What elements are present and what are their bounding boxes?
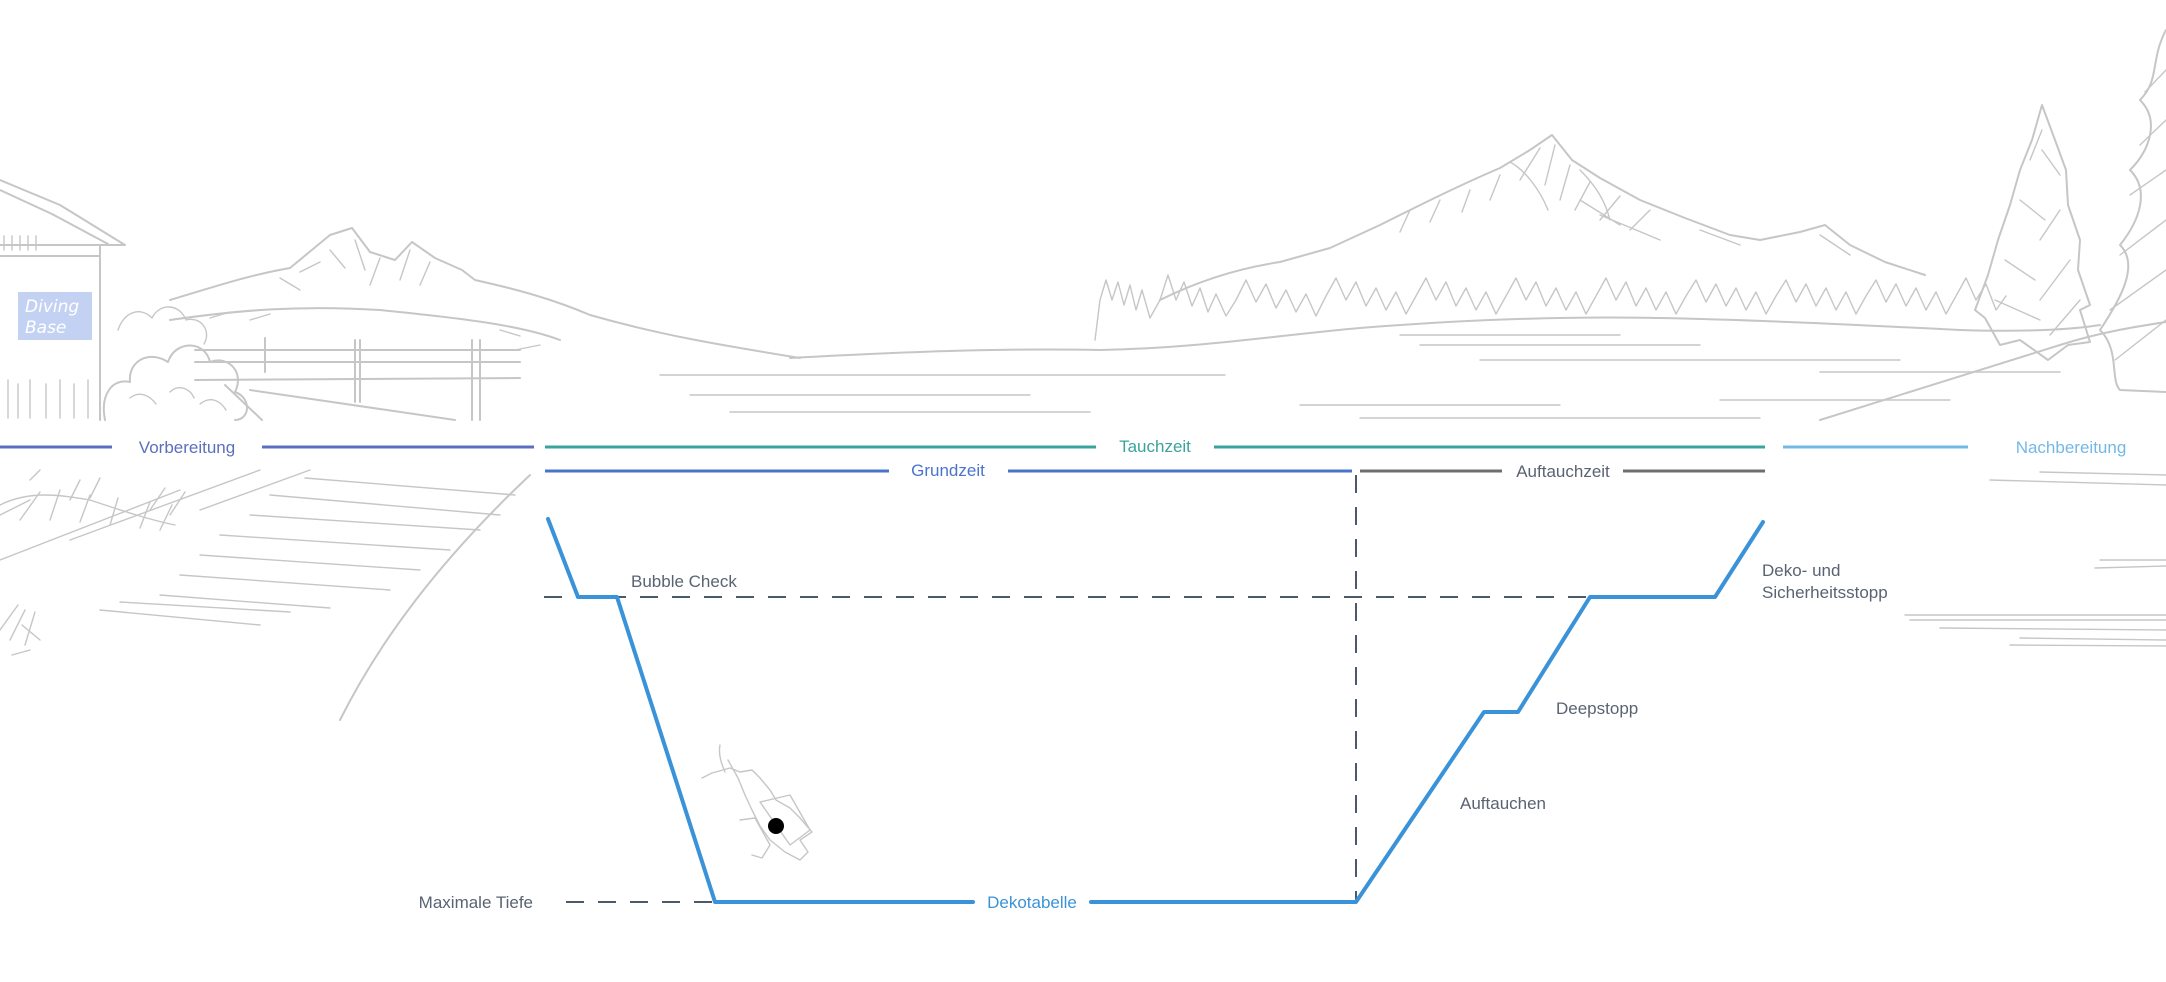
phase-timeline: Vorbereitung Tauchzeit Grundzeit Auftauc… [0, 437, 2126, 481]
bush-sketch-icon [102, 344, 248, 421]
dive-profile [546, 517, 1765, 904]
safety-stop-label-line2: Sicherheitsstopp [1762, 583, 1888, 602]
house-sketch-icon [0, 179, 126, 421]
bottom-time-label: Grundzeit [911, 461, 985, 480]
landscape-sketch [0, 29, 2166, 861]
scuba-diver-sketch-icon [701, 744, 813, 861]
dive-time-label: Tauchzeit [1119, 437, 1191, 456]
mountain-range-sketch-icon [1159, 134, 1926, 301]
reference-lines [544, 475, 1590, 903]
safety-stop-label-line1: Deko- und [1762, 561, 1840, 580]
deep-stop-label: Deepstopp [1556, 699, 1638, 718]
bubble-check-label: Bubble Check [631, 572, 737, 591]
ascent-label: Auftauchen [1460, 794, 1546, 813]
max-depth-label: Maximale Tiefe [419, 893, 533, 912]
preparation-label: Vorbereitung [139, 438, 235, 457]
diving-base-badge [18, 292, 92, 340]
diving-base-text-line2: Base [25, 318, 66, 338]
diving-base-text-line1: Diving [25, 297, 79, 317]
profile-labels: Bubble Check Maximale Tiefe Dekotabelle … [419, 561, 1888, 912]
tall-fir-tree-sketch-icon [1819, 29, 2166, 421]
ascent-time-label: Auftauchzeit [1516, 462, 1610, 481]
fence-sketch-icon [194, 337, 521, 421]
small-mountain-sketch-icon [169, 227, 801, 359]
descent-profile-line [546, 517, 975, 904]
fir-trees-sketch-icon [1094, 274, 2007, 341]
deco-table-label: Dekotabelle [987, 893, 1077, 912]
grass-sketch-icon [0, 469, 531, 721]
post-dive-label: Nachbereitung [2016, 438, 2127, 457]
ascent-profile-line [1089, 520, 1765, 904]
diving-base-sign: Diving Base [25, 297, 79, 338]
